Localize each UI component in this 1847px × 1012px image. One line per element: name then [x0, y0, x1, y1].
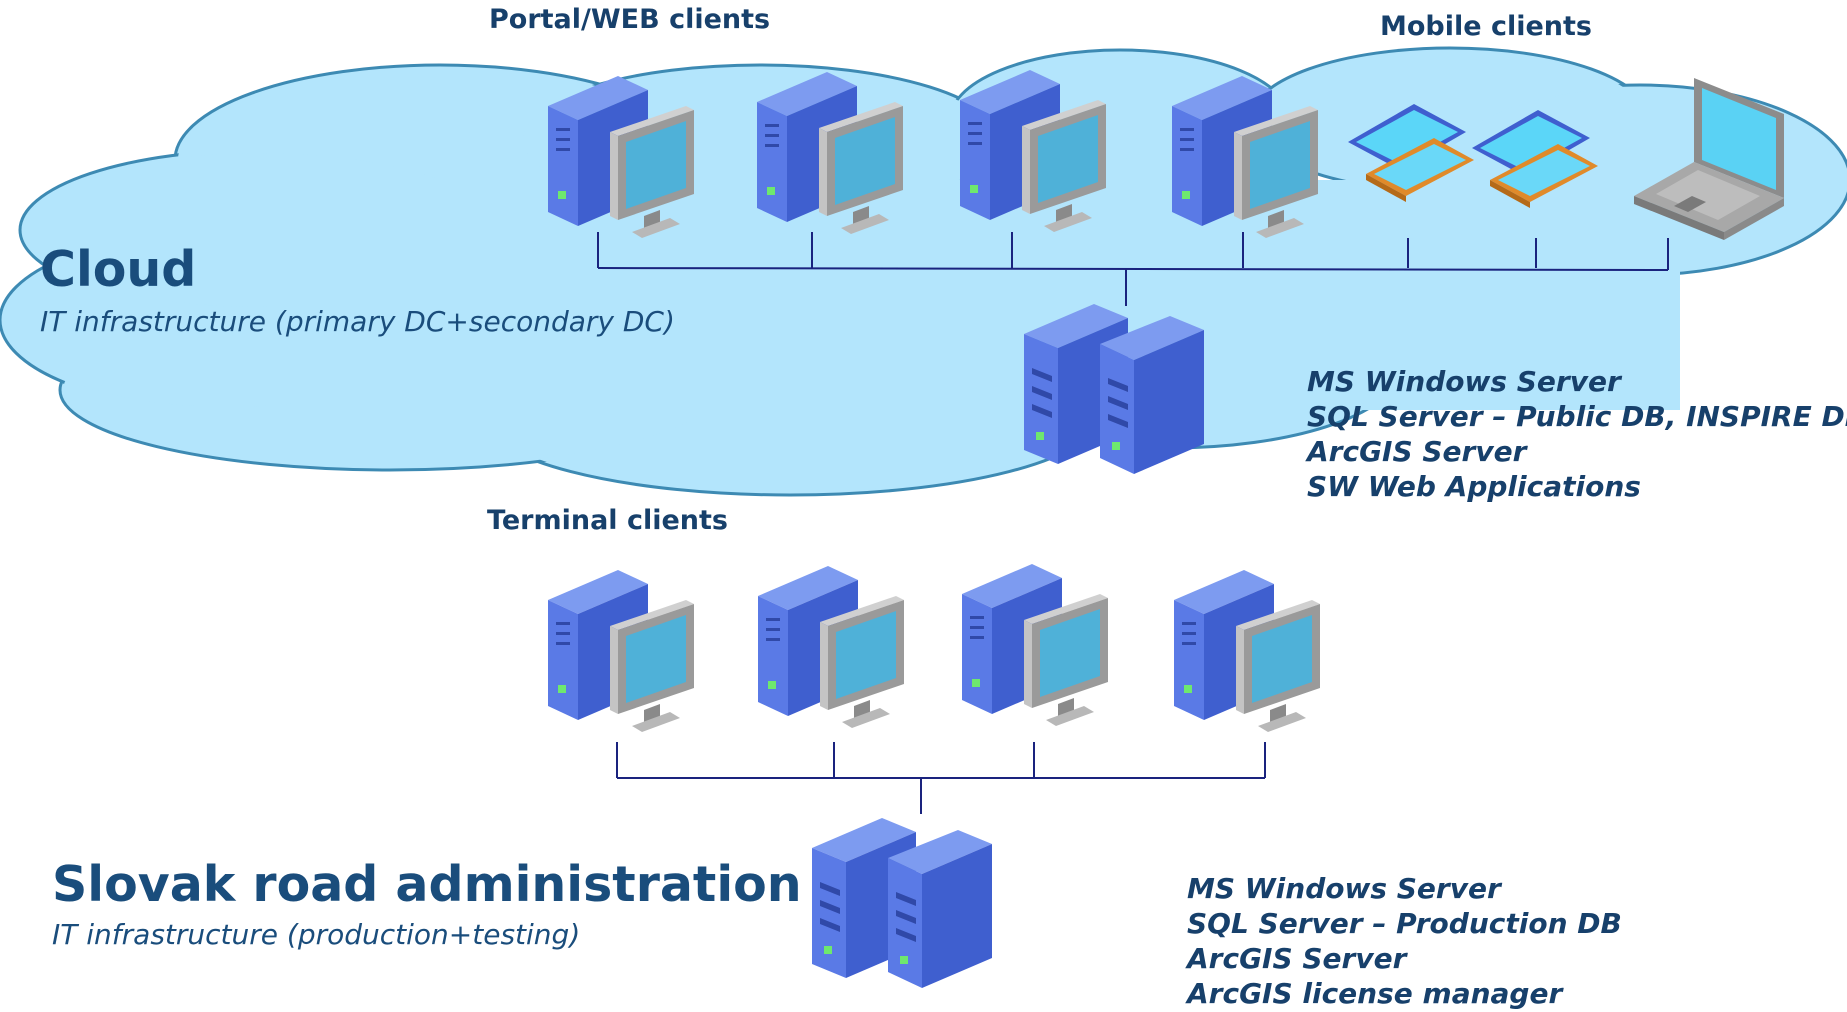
sra-spec-line: SQL Server – Production DB [1187, 907, 1622, 940]
server-icon [812, 818, 992, 988]
desktop-computer-icon [758, 566, 904, 728]
terminal-network-lines [616, 742, 1266, 814]
cloud-spec-line: ArcGIS Server [1307, 435, 1527, 468]
desktop-computer-icon [962, 564, 1108, 726]
portal-clients-label: Portal/WEB clients [489, 4, 771, 35]
cloud-spec-line: SW Web Applications [1307, 470, 1641, 503]
desktop-computer-icon [548, 570, 694, 732]
cloud-network-lines [597, 232, 1669, 306]
mobile-clients-label: Mobile clients [1380, 11, 1592, 42]
cloud-subtitle: IT infrastructure (primary DC+secondary … [40, 305, 675, 338]
cloud-spec-line: MS Windows Server [1307, 365, 1621, 398]
sra-spec-line: ArcGIS Server [1187, 942, 1407, 975]
cloud-title: Cloud [40, 241, 197, 298]
cloud-spec-line: SQL Server – Public DB, INSPIRE DB [1307, 400, 1847, 433]
sra-spec-line: ArcGIS license manager [1187, 977, 1563, 1010]
sra-spec-line: MS Windows Server [1187, 872, 1501, 905]
server-icon [1024, 304, 1204, 474]
sra-title: Slovak road administration [52, 856, 802, 913]
cloud-server-specs: MS Windows Server SQL Server – Public DB… [1307, 364, 1847, 504]
desktop-computer-icon [1174, 570, 1320, 732]
sra-server-specs: MS Windows Server SQL Server – Productio… [1187, 871, 1622, 1011]
terminal-clients-label: Terminal clients [487, 505, 728, 536]
sra-subtitle: IT infrastructure (production+testing) [52, 918, 581, 951]
